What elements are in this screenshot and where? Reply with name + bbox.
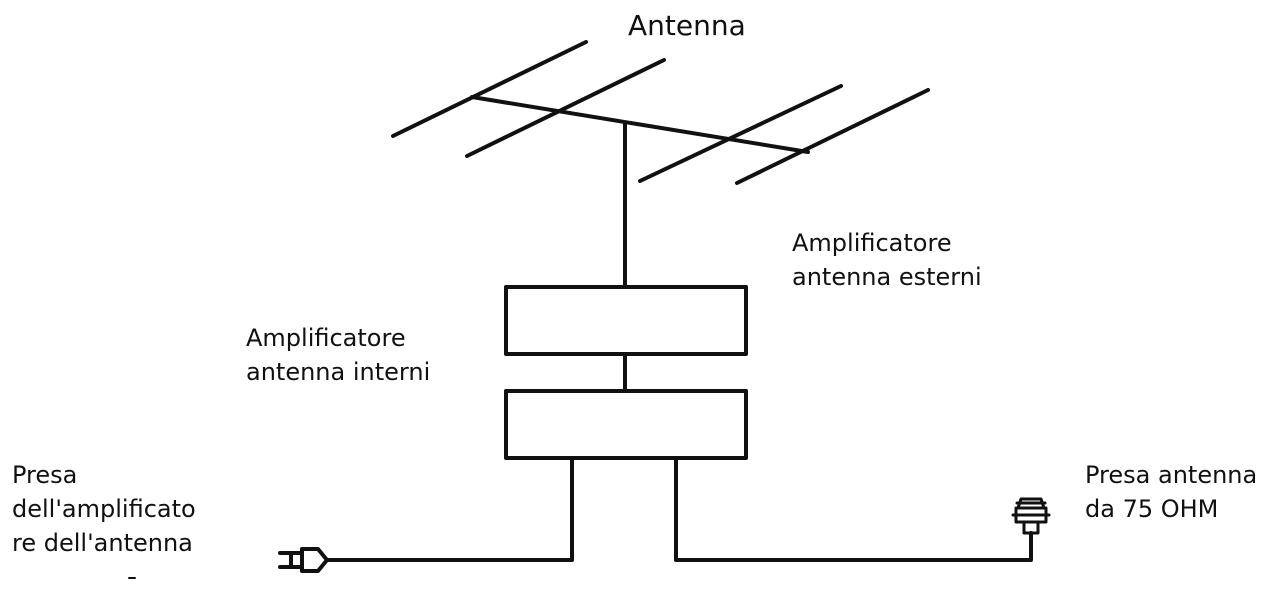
antenna-socket-label-line-2: da 75 OHM bbox=[1085, 495, 1219, 523]
outdoor-amplifier-box bbox=[504, 285, 748, 356]
antenna-element-4 bbox=[735, 88, 930, 185]
antenna-element-2 bbox=[465, 58, 666, 158]
amplifier-plug-label-line-2: dell'amplificato bbox=[12, 495, 196, 523]
amplifier-plug-label-line-1: Presa bbox=[12, 461, 78, 489]
antenna-boom bbox=[470, 95, 810, 154]
indoor-amplifier-label-line-1: Amplificatore bbox=[246, 324, 406, 352]
amplifier-plug-label: Presa dell'amplificato re dell'antenna bbox=[12, 458, 196, 560]
antenna-socket-label-line-1: Presa antenna bbox=[1085, 461, 1258, 489]
indoor-amplifier-label-line-2: antenna interni bbox=[246, 358, 431, 386]
coax-connector-icon bbox=[1011, 497, 1051, 535]
antenna-element-3 bbox=[638, 84, 843, 183]
coax-cable bbox=[674, 456, 1033, 562]
outdoor-amplifier-label-line-2: antenna esterni bbox=[792, 263, 982, 291]
antenna-socket-label: Presa antenna da 75 OHM bbox=[1085, 458, 1257, 526]
outdoor-amplifier-label-line-1: Amplificatore bbox=[792, 229, 952, 257]
power-plug-icon bbox=[278, 547, 329, 573]
outdoor-amplifier-label: Amplificatore antenna esterni bbox=[792, 226, 982, 294]
antenna-title: Antenna bbox=[628, 9, 746, 42]
power-cable bbox=[325, 456, 574, 562]
antenna-element-1 bbox=[391, 40, 588, 138]
indoor-amplifier-box bbox=[504, 389, 748, 460]
amplifier-plug-label-line-3: re dell'antenna bbox=[12, 529, 193, 557]
indoor-amplifier-label: Amplificatore antenna interni bbox=[246, 321, 430, 389]
